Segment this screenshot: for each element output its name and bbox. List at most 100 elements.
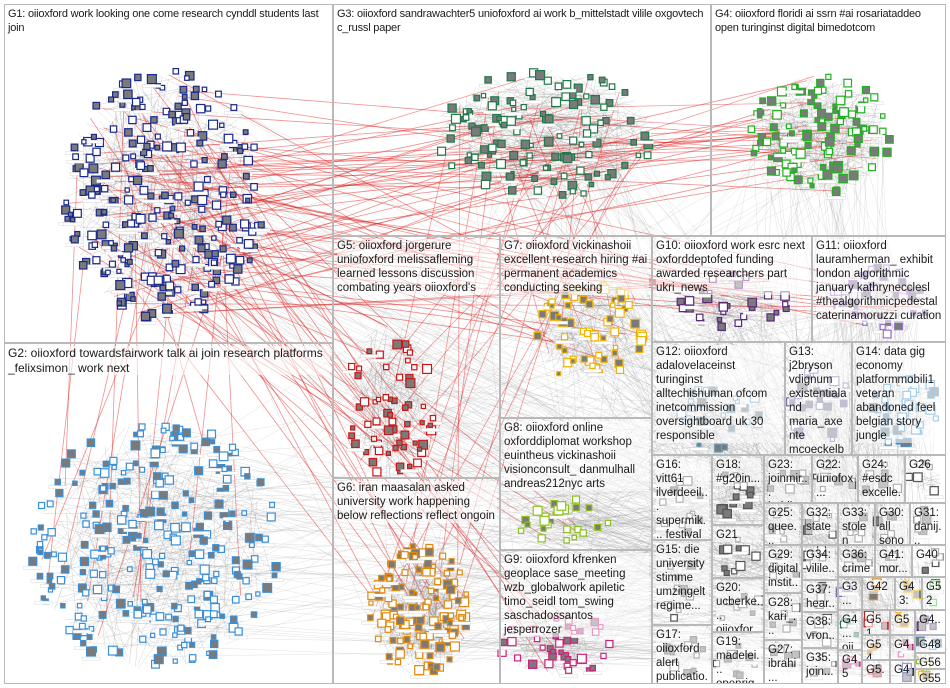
edge: [490, 135, 616, 161]
edge: [149, 498, 261, 510]
edge: [86, 516, 263, 592]
edge: [529, 642, 616, 651]
edge: [579, 121, 653, 148]
edge: [140, 520, 177, 618]
edge: [508, 163, 631, 168]
edge: [710, 295, 779, 312]
edge: [416, 562, 427, 628]
edge: [563, 289, 607, 359]
edge: [609, 334, 629, 367]
edge: [143, 452, 241, 514]
edge: [357, 363, 374, 466]
edge: [377, 363, 425, 429]
edge: [398, 391, 428, 434]
edge: [856, 168, 869, 177]
edge: [597, 515, 600, 525]
edge: [223, 538, 227, 602]
edge: [556, 313, 580, 364]
edge: [176, 578, 188, 587]
edge: [626, 326, 636, 341]
edge: [841, 131, 849, 137]
edge: [567, 337, 575, 352]
edge: [183, 477, 244, 495]
edge: [468, 94, 485, 154]
edge: [76, 512, 79, 528]
edge: [532, 107, 634, 196]
edge: [577, 634, 603, 665]
edge: [134, 301, 164, 303]
edge: [687, 310, 771, 323]
edge: [759, 295, 784, 312]
edge: [575, 504, 607, 525]
edge: [769, 128, 773, 170]
edge: [143, 495, 225, 538]
edge: [163, 498, 262, 566]
edge: [362, 364, 378, 451]
edge: [528, 71, 573, 136]
edge: [843, 140, 884, 145]
edge: [696, 302, 722, 317]
edge: [464, 148, 555, 181]
edge: [259, 523, 262, 529]
edge: [360, 334, 397, 451]
edge: [563, 296, 611, 349]
edge: [125, 525, 176, 648]
edge: [56, 583, 175, 586]
edge: [553, 75, 596, 182]
edge: [570, 312, 605, 329]
edge: [146, 489, 253, 538]
edge: [152, 165, 214, 244]
edge: [758, 83, 831, 161]
edge: [389, 559, 423, 658]
edge: [559, 345, 580, 356]
edge: [600, 132, 603, 184]
edge: [127, 255, 167, 268]
edge: [241, 468, 274, 583]
edge: [546, 121, 569, 168]
edge: [108, 533, 121, 577]
edge: [85, 200, 99, 212]
edge: [763, 94, 839, 154]
edge: [707, 308, 741, 324]
edge: [66, 512, 78, 624]
edge: [596, 314, 630, 375]
edge: [223, 490, 234, 607]
edge: [360, 395, 428, 423]
edge: [499, 127, 535, 154]
edge: [509, 78, 564, 101]
edge: [360, 457, 364, 462]
edge: [136, 98, 159, 140]
edge: [396, 452, 409, 465]
edge: [141, 576, 170, 634]
edge: [541, 341, 597, 358]
edge: [564, 496, 597, 532]
edge: [105, 544, 207, 569]
edge: [623, 111, 643, 147]
edge: [433, 599, 449, 661]
edge: [757, 120, 849, 134]
edge: [492, 128, 537, 160]
edge: [614, 89, 628, 171]
edge: [527, 121, 576, 145]
edge: [604, 330, 631, 354]
edge: [755, 314, 767, 325]
edge: [401, 344, 416, 436]
edge: [140, 85, 162, 123]
edge: [82, 511, 128, 658]
edge: [137, 583, 172, 666]
edge: [723, 490, 727, 503]
edge: [572, 343, 587, 374]
edge: [438, 104, 462, 140]
edge: [558, 121, 577, 156]
edge: [801, 102, 803, 110]
edge: [440, 74, 545, 117]
edge: [529, 638, 599, 652]
edge: [494, 139, 623, 188]
edge: [138, 507, 214, 620]
edge: [378, 448, 408, 474]
edge: [386, 406, 389, 480]
edge: [111, 476, 134, 659]
edge: [689, 301, 770, 319]
edge: [800, 81, 837, 110]
